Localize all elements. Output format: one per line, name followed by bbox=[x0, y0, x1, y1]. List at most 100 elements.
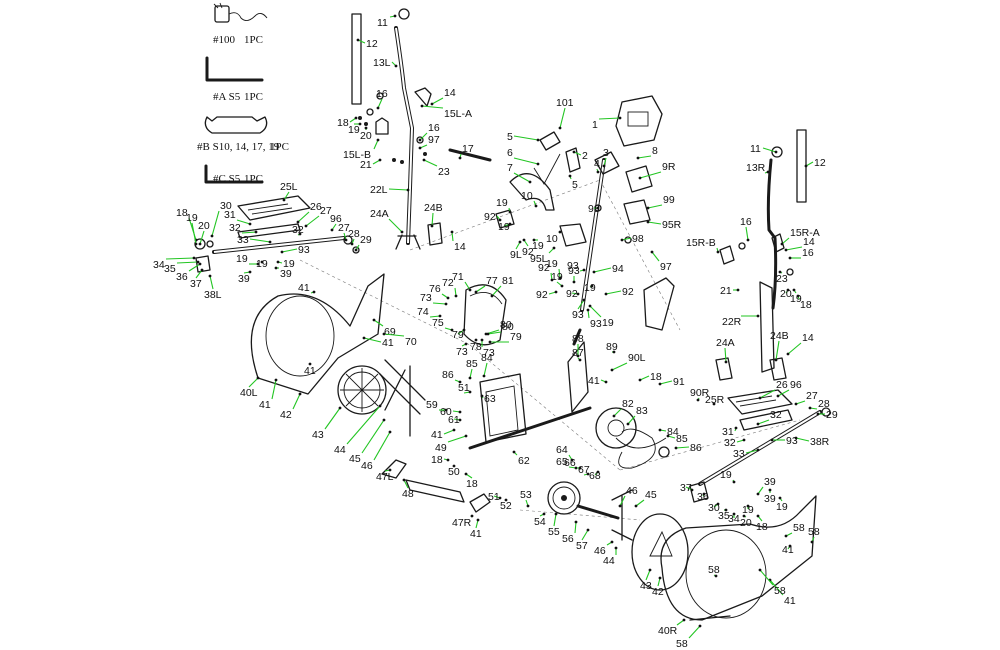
callout-leader-line bbox=[429, 315, 441, 318]
part-callout: 92 bbox=[538, 262, 554, 282]
part-number-label: 37 bbox=[680, 482, 692, 494]
part-number-label: 58 bbox=[676, 638, 688, 650]
callout-leader-line bbox=[363, 337, 382, 343]
callout-anchor-dot bbox=[596, 470, 600, 474]
part-number-label: 46 bbox=[626, 485, 638, 497]
tool-wrench-b: #B S10, 14, 17, 19 1PC bbox=[197, 116, 289, 153]
part-number-label: 12 bbox=[366, 38, 378, 50]
callout-leader-line bbox=[759, 569, 774, 586]
callout-anchor-dot bbox=[198, 262, 202, 266]
callout-anchor-dot bbox=[558, 276, 562, 280]
part-number-label: 27 bbox=[338, 222, 350, 234]
callout-anchor-dot bbox=[458, 418, 462, 422]
callout-anchor-dot bbox=[746, 238, 750, 242]
part-callout: 39 bbox=[238, 270, 252, 285]
part-number-label: 73 bbox=[420, 292, 432, 304]
part-callout: 42 bbox=[280, 392, 302, 421]
part-callout: 18 bbox=[337, 116, 358, 129]
part-number-label: 5 bbox=[572, 179, 578, 191]
callout-leader-line bbox=[373, 139, 379, 150]
part-callout: 84 bbox=[658, 426, 679, 438]
part-callout: 10 bbox=[546, 230, 562, 245]
part-number-label: 32 bbox=[770, 409, 782, 421]
part-number-label: 58 bbox=[808, 526, 820, 538]
part-callout: 19 bbox=[186, 212, 198, 246]
part-callout: 67 bbox=[578, 464, 590, 476]
callout-anchor-dot bbox=[682, 618, 686, 622]
part-number-label: 19 bbox=[546, 258, 558, 270]
part-callout: 35 bbox=[718, 508, 730, 522]
part-callout: 33 bbox=[733, 448, 760, 460]
callout-anchor-dot bbox=[418, 138, 422, 142]
callout-anchor-dot bbox=[712, 402, 716, 406]
part-number-label: 20 bbox=[198, 220, 210, 232]
base-frame-group bbox=[379, 365, 633, 541]
callout-leader-line bbox=[191, 222, 197, 245]
part-number-label: 41 bbox=[588, 375, 600, 387]
callout-anchor-dot bbox=[774, 150, 778, 154]
callout-anchor-dot bbox=[758, 396, 762, 400]
part-callout: 92 bbox=[536, 289, 558, 301]
callout-anchor-dot bbox=[256, 376, 260, 380]
callout-anchor-dot bbox=[528, 180, 532, 184]
part-number-label: 6 bbox=[507, 147, 513, 159]
part-callout: 41 bbox=[259, 378, 278, 411]
callout-anchor-dot bbox=[674, 446, 678, 450]
callout-anchor-dot bbox=[586, 472, 590, 476]
part-callout: 7 bbox=[507, 162, 532, 184]
part-callout: 58 bbox=[784, 522, 805, 538]
part-number-label: 25L bbox=[280, 181, 298, 193]
part-number-label: 14 bbox=[444, 87, 456, 99]
part-callout: 97 bbox=[418, 134, 440, 150]
callout-anchor-dot bbox=[588, 304, 592, 308]
part-number-label: 37 bbox=[190, 278, 202, 290]
part-number-label: 101 bbox=[556, 97, 574, 109]
callout-anchor-dot bbox=[610, 540, 614, 544]
part-callout: 45 bbox=[634, 489, 657, 508]
part-number-label: 40L bbox=[240, 387, 258, 399]
callout-anchor-dot bbox=[344, 238, 348, 242]
part-callout: 46 bbox=[361, 430, 392, 472]
callout-anchor-dot bbox=[256, 262, 260, 266]
callout-anchor-dot bbox=[476, 518, 480, 522]
callout-leader-line bbox=[795, 437, 810, 442]
part-number-label: 77 bbox=[486, 275, 498, 287]
part-number-label: 39 bbox=[764, 493, 776, 505]
part-number-label: 60 bbox=[440, 406, 452, 418]
part-callout: 20 bbox=[740, 514, 752, 529]
part-callout: 41 bbox=[298, 282, 316, 294]
part-number-label: 89 bbox=[606, 341, 618, 353]
callout-anchor-dot bbox=[446, 458, 450, 462]
callout-anchor-dot bbox=[268, 240, 272, 244]
part-callout: 19 bbox=[276, 258, 295, 270]
part-callout: 19 bbox=[532, 238, 544, 252]
callout-anchor-dot bbox=[356, 38, 360, 42]
part-number-label: 18 bbox=[466, 478, 478, 490]
part-number-label: 66 bbox=[564, 457, 576, 469]
callout-anchor-dot bbox=[612, 350, 616, 354]
part-number-label: 21 bbox=[720, 285, 732, 297]
callout-anchor-dot bbox=[444, 408, 448, 412]
part-number-label: 36 bbox=[697, 491, 709, 503]
part-callout: 31 bbox=[224, 209, 252, 226]
part-number-label: 41 bbox=[784, 595, 796, 607]
part-callout: 18 bbox=[796, 294, 812, 311]
part-callout: 43 bbox=[640, 568, 652, 592]
part-callout: 86 bbox=[442, 369, 462, 384]
callout-leader-line bbox=[305, 215, 320, 227]
part-callout: 83 bbox=[626, 405, 648, 426]
part-number-label: 24A bbox=[370, 208, 389, 220]
callout-anchor-dot bbox=[586, 528, 590, 532]
part-callout: 18 bbox=[756, 514, 768, 533]
part-callout: 73 bbox=[456, 342, 468, 358]
callout-anchor-dot bbox=[526, 504, 530, 508]
callout-leader-line bbox=[209, 275, 214, 290]
part-callout: 63 bbox=[480, 393, 496, 405]
callout-anchor-dot bbox=[296, 220, 300, 224]
part-number-label: 15R-A bbox=[790, 227, 820, 239]
callout-leader-line bbox=[211, 210, 220, 237]
part-number-label: 9R bbox=[662, 161, 676, 173]
callout-anchor-dot bbox=[732, 480, 736, 484]
part-number-label: 39 bbox=[238, 273, 250, 285]
